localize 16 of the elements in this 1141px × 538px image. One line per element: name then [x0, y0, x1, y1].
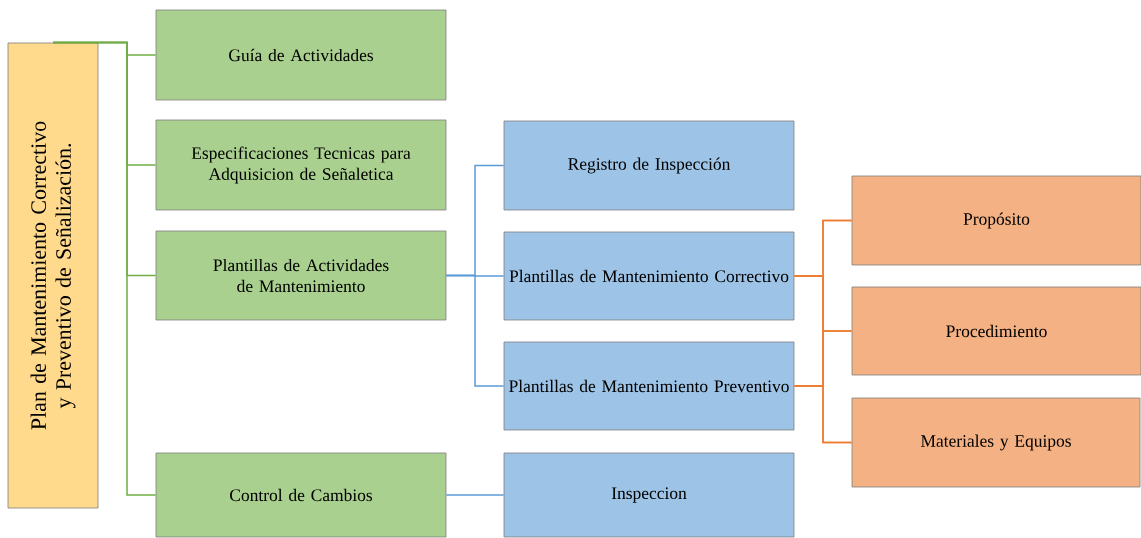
topic-box: Procedimiento: [851, 286, 1141, 376]
connector: [52, 41, 157, 496]
topic-box: Inspeccion: [503, 452, 795, 538]
topic-box: Especificaciones Tecnicas para Adquisicion de Señaletica: [155, 119, 447, 211]
topic-box: Plantillas de Mantenimiento Preventivo: [503, 341, 795, 431]
topic-box: Propósito: [851, 175, 1141, 266]
topic-box: Plantillas de Actividades de Mantenimiento: [155, 230, 447, 321]
topic-box: Control de Cambios: [155, 452, 447, 538]
connector: [445, 494, 505, 496]
connector: [445, 274, 505, 387]
title-box: Plan de Mantenimiento Correctivo y Preventivo de Señalización.: [7, 42, 99, 509]
topic-box: Guía de Actividades: [155, 9, 447, 101]
topic-box: Registro de Inspección: [503, 120, 795, 211]
topic-box: Materiales y Equipos: [851, 397, 1141, 488]
connector: [793, 385, 853, 444]
topic-box: Plantillas de Mantenimiento Correctivo: [503, 231, 795, 321]
